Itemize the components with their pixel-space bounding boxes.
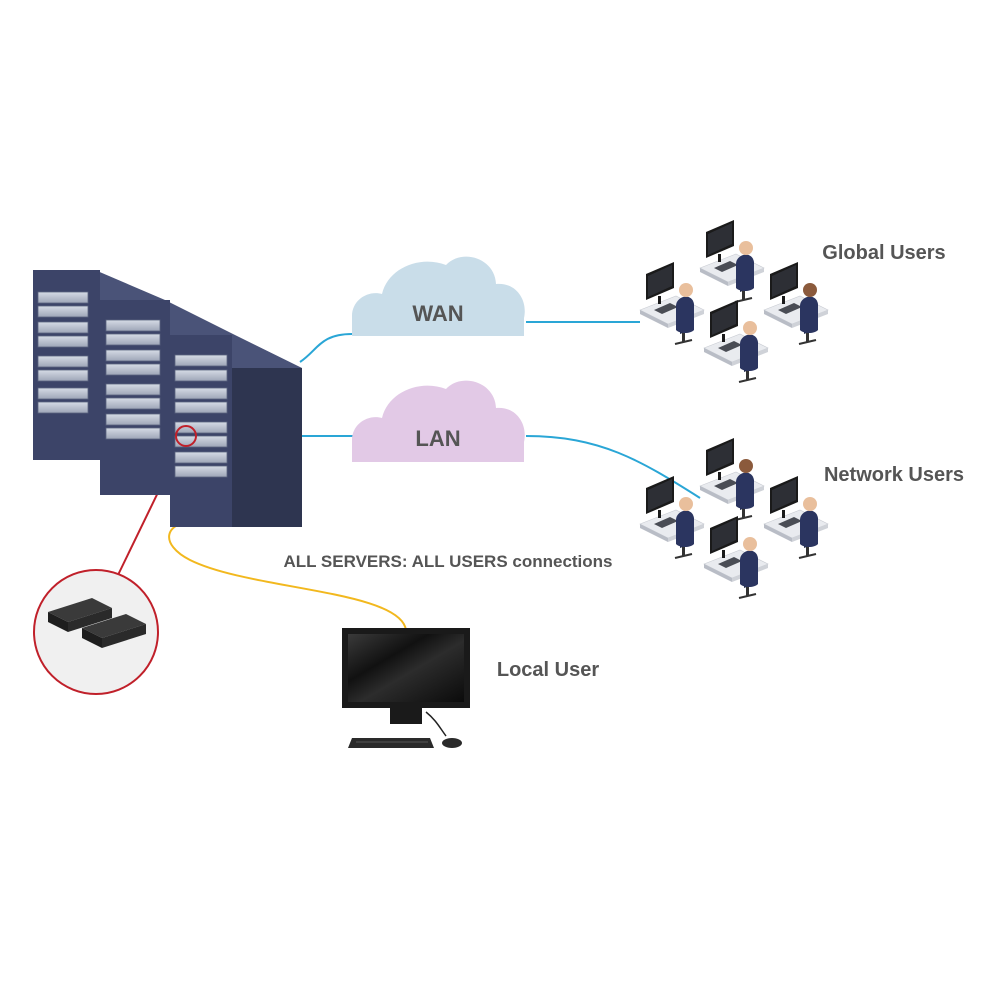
workstation (763, 475, 829, 559)
global-users-label: Global Users (822, 242, 945, 264)
workstation (639, 475, 705, 559)
kvm-extender-callout (33, 569, 159, 695)
monitor-icon (342, 628, 470, 737)
wan-label: WAN (412, 301, 463, 326)
network-users-label: Network Users (824, 464, 964, 486)
zoom-target-ring (175, 425, 197, 447)
workstation (703, 515, 769, 599)
kvm-extender-icon (48, 598, 146, 648)
workstation (763, 261, 829, 345)
workstation (699, 219, 765, 303)
workstation (703, 299, 769, 383)
keyboard-icon (348, 738, 434, 748)
network-users-cluster: Network Users (639, 437, 964, 599)
connections-caption: ALL SERVERS: ALL USERS connections (283, 552, 612, 571)
mouse-icon (442, 738, 462, 748)
lan-label: LAN (415, 426, 460, 451)
local-user-label: Local User (497, 659, 599, 681)
wan-server-link (299, 333, 353, 363)
server-racks (33, 270, 302, 527)
lan-cloud: LAN (352, 380, 525, 462)
server-units (37, 291, 228, 478)
local-user-link (168, 519, 407, 631)
local-user-station: Local User (342, 628, 599, 748)
workstation (639, 261, 705, 345)
global-users-cluster: Global Users (639, 219, 946, 383)
wan-cloud: WAN (352, 256, 525, 336)
lan-network-link (525, 435, 701, 499)
workstation (699, 437, 765, 521)
